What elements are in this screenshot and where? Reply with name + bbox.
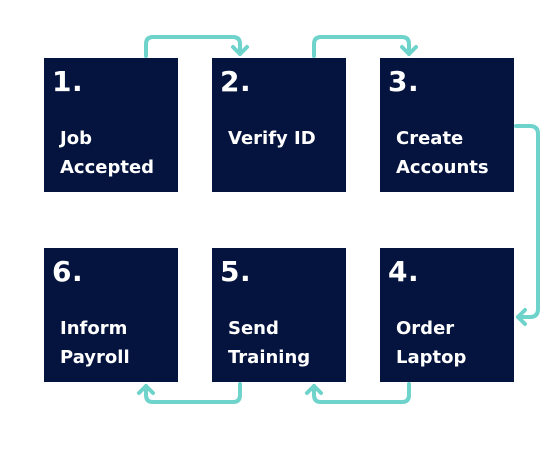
arrow-step3-to-step4 [514, 124, 540, 319]
step-number: 5. [220, 255, 252, 288]
step-box-3: 3. Create Accounts [380, 58, 514, 192]
arrow-step4-to-step5 [312, 382, 411, 404]
arrow-step2-to-step3-head [400, 45, 418, 56]
step-number: 1. [52, 65, 84, 98]
step-box-1: 1. Job Accepted [44, 58, 178, 192]
step-label: Job Accepted [60, 128, 155, 178]
step-number: 6. [52, 255, 84, 288]
step-box-4: 4. Order Laptop [380, 248, 514, 382]
arrow-step4-to-step5-head [305, 384, 323, 395]
arrow-step2-to-step3 [312, 35, 411, 58]
step-box-5: 5. Send Training [212, 248, 346, 382]
step-label: Send Training [228, 318, 311, 368]
step-label: Inform Payroll [60, 318, 130, 368]
arrow-step3-to-step4-head [516, 308, 527, 326]
step-box-6: 6. Inform Payroll [44, 248, 178, 382]
arrow-step1-to-step2-head [231, 45, 249, 56]
arrow-step1-to-step2 [144, 35, 242, 58]
arrow-step5-to-step6-head [137, 384, 155, 395]
arrow-step5-to-step6 [144, 382, 242, 404]
step-label: Create Accounts [396, 128, 489, 178]
step-number: 4. [388, 255, 420, 288]
step-box-2: 2. Verify ID [212, 58, 346, 192]
step-number: 2. [220, 65, 252, 98]
step-label: Verify ID [228, 128, 316, 149]
step-label: Order Laptop [396, 318, 467, 368]
step-number: 3. [388, 65, 420, 98]
